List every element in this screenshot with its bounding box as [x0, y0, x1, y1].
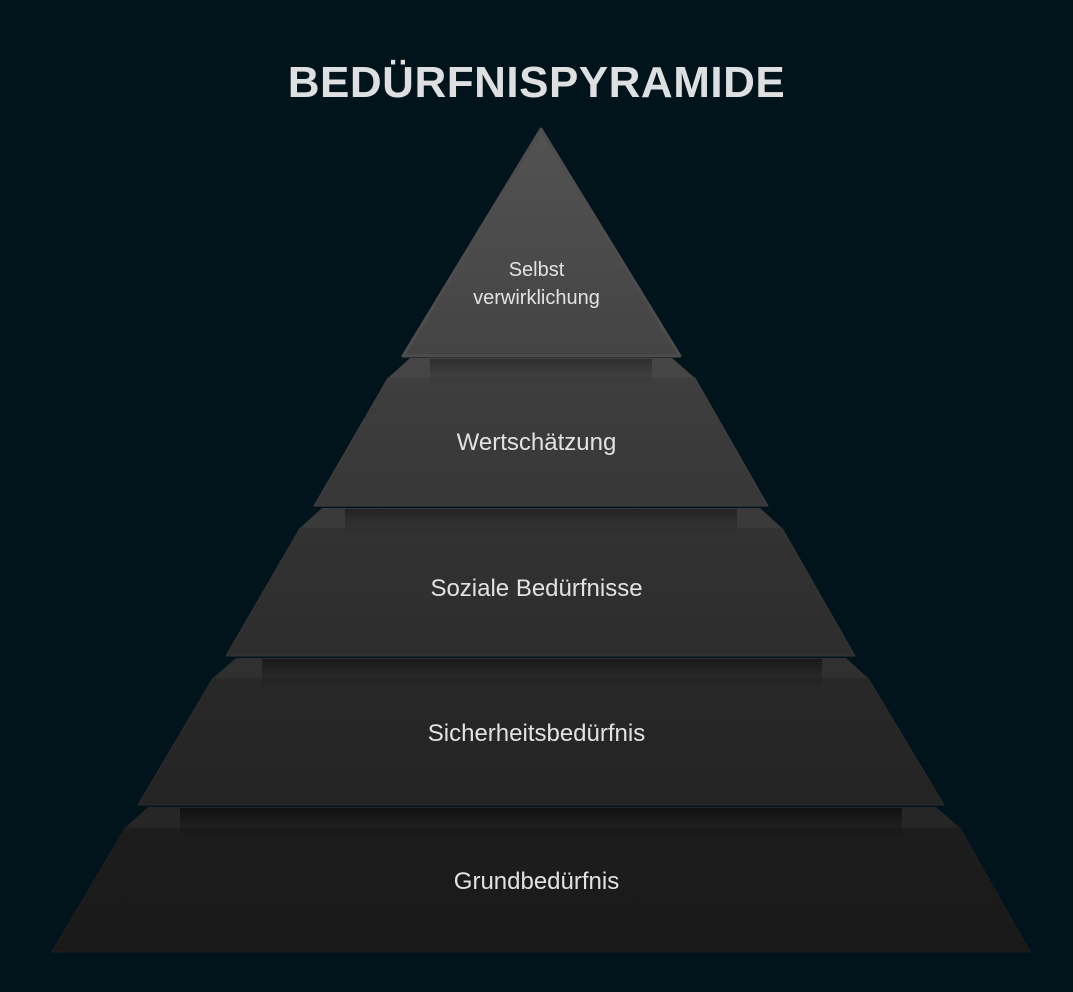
pyramid-level-4: [137, 658, 945, 806]
level-1-label-line-2: verwirklichung: [473, 287, 600, 309]
level-2-label: Wertschätzung: [456, 429, 617, 456]
pyramid-level-1: [401, 127, 682, 358]
diagram-title: BEDÜRFNISPYRAMIDE: [287, 58, 786, 107]
level-1-label: Selbst verwirklichung: [0, 256, 1073, 312]
level-5-label: Grundbedürfnis: [453, 868, 620, 895]
level-4-label: Sicherheitsbedürfnis: [427, 720, 646, 747]
level-3-label: Soziale Bedürfnisse: [430, 575, 643, 602]
pyramid-level-3: [225, 508, 856, 657]
pyramid-level-2: [313, 358, 769, 507]
level-1-label-line-1: Selbst: [508, 259, 565, 281]
pyramid-level-5: [51, 807, 1031, 953]
